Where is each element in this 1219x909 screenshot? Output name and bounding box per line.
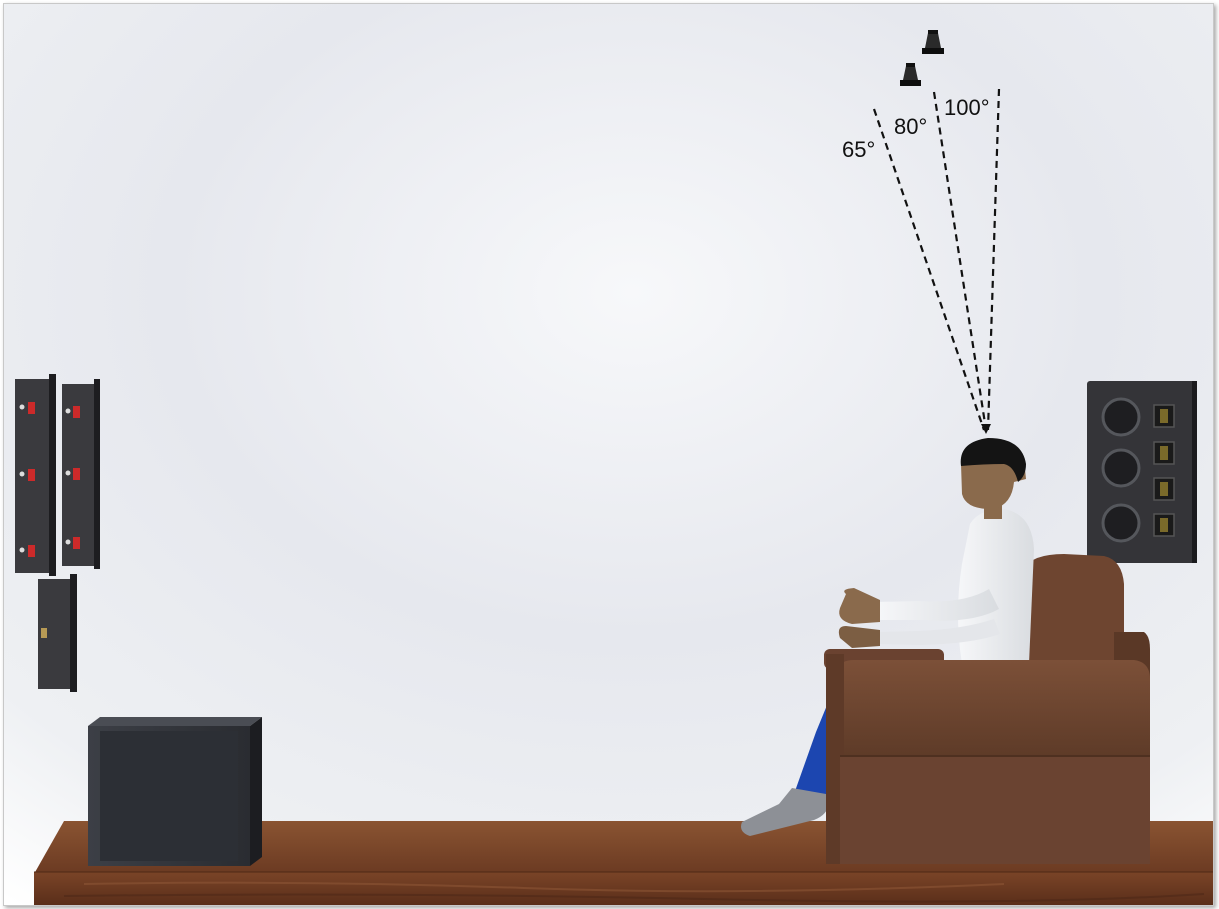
room-scene [4,4,1213,905]
woofer-driver [1103,505,1139,541]
armchair-front [826,654,1150,864]
on-wall-lcr-speaker [1087,381,1197,563]
angle-label-100: 100° [944,97,990,119]
tweeter-driver [1154,405,1174,427]
tweeter-driver [1154,478,1174,500]
tweeter-driver [1154,514,1174,536]
armchair-seat [840,660,1150,756]
in-wall-box [38,574,77,692]
angle-label-80: 80° [894,116,927,138]
diagram-canvas: 65° 80° 100° [3,3,1214,906]
armchair-base [840,756,1150,864]
tweeter-driver [1154,442,1174,464]
angle-label-65: 65° [842,139,875,161]
subwoofer [88,717,262,866]
in-wall-speaker-left [15,374,56,576]
woofer-driver [1103,399,1139,435]
woofer-driver [1103,450,1139,486]
in-wall-speaker-right [62,379,100,569]
